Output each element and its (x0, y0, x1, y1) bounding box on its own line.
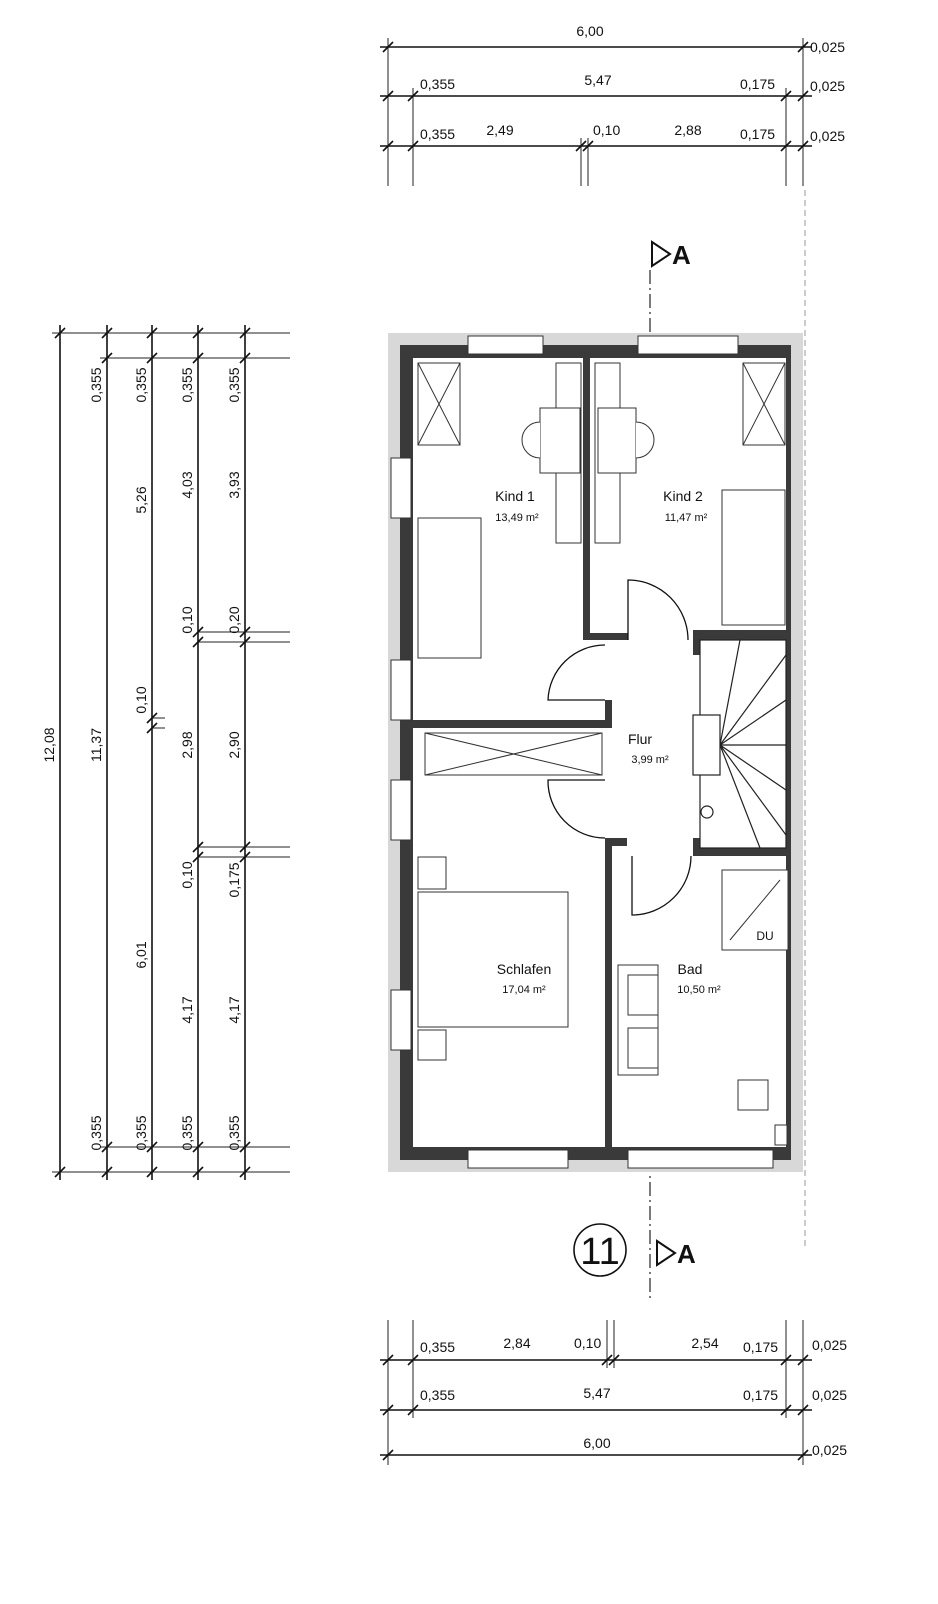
dim-label: 2,49 (486, 122, 513, 138)
dim-label: 4,03 (179, 471, 195, 498)
dim-label: 4,17 (179, 996, 195, 1023)
dim-label: 0,175 (226, 862, 242, 897)
room-name: Bad (678, 961, 703, 977)
dim-label: 2,84 (503, 1335, 530, 1351)
dim-label: 6,00 (576, 23, 603, 39)
dim-label: 0,355 (420, 76, 455, 92)
sheet-number: 11 (580, 1231, 619, 1273)
dim-label: 2,90 (226, 731, 242, 758)
dim-label: 0,10 (133, 686, 149, 713)
dim-label: 11,37 (88, 728, 104, 762)
dim-label: 5,26 (133, 486, 149, 513)
dim-label: 0,355 (179, 1115, 195, 1150)
dim-label: 6,01 (133, 941, 149, 968)
dim-label: 0,175 (743, 1387, 778, 1403)
top-dimension-chain: 6,00 0,025 0,355 5,47 0,175 0,025 0,355 … (380, 23, 845, 186)
dim-label: 2,54 (691, 1335, 718, 1351)
dim-label: 0,355 (133, 367, 149, 402)
dim-label: 0,10 (179, 861, 195, 888)
left-dimension-chain: 12,08 0,355 11,37 0,355 0,355 5,26 0,10 … (41, 325, 290, 1180)
building: DU Kind 1 13,49 m² Kind 2 11,47 m² Flur … (388, 333, 803, 1172)
dim-label: 5,47 (583, 1385, 610, 1401)
dim-label: 0,355 (179, 367, 195, 402)
dim-label: 2,88 (674, 122, 701, 138)
room-area: 10,50 m² (677, 984, 721, 996)
dim-label: 12,08 (41, 727, 57, 762)
room-name: Kind 2 (663, 488, 703, 504)
dim-label: 6,00 (583, 1435, 610, 1451)
dim-label: 0,025 (810, 39, 845, 55)
dim-label: 0,175 (743, 1339, 778, 1355)
dim-label: 0,355 (226, 367, 242, 402)
dim-label: 0,10 (179, 606, 195, 633)
dim-label: 2,98 (179, 731, 195, 758)
dim-label: 0,20 (226, 606, 242, 633)
dim-label: 0,355 (226, 1115, 242, 1150)
dim-label: 0,175 (740, 76, 775, 92)
room-name: Flur (628, 731, 652, 747)
section-label-top: A (672, 240, 691, 270)
bottom-dimension-chain: 0,355 2,84 0,10 2,54 0,175 0,025 0,355 5… (380, 1320, 847, 1465)
dim-label: 0,025 (812, 1442, 847, 1458)
dim-label: 0,10 (593, 122, 620, 138)
staircase (692, 639, 787, 849)
dim-label: 0,10 (574, 1335, 601, 1351)
dim-label: 0,025 (810, 78, 845, 94)
room-name: Kind 1 (495, 488, 535, 504)
section-arrow-icon (651, 240, 672, 268)
dim-label: 0,355 (88, 367, 104, 402)
room-area: 13,49 m² (495, 512, 539, 524)
room-area: 11,47 m² (665, 512, 708, 524)
room-name: Schlafen (497, 961, 551, 977)
dim-label: 4,17 (226, 996, 242, 1023)
dim-label: 0,025 (812, 1337, 847, 1353)
dim-label: 0,355 (420, 1339, 455, 1355)
sheet-number-marker: 11 (573, 1223, 627, 1277)
dim-label: 3,93 (226, 471, 242, 498)
dim-label: 5,47 (584, 72, 611, 88)
dim-label: 0,355 (88, 1115, 104, 1150)
section-label-bottom: A (677, 1239, 696, 1269)
shower-label: DU (756, 929, 773, 943)
dim-label: 0,355 (420, 126, 455, 142)
dim-label: 0,025 (812, 1387, 847, 1403)
dim-label: 0,355 (420, 1387, 455, 1403)
room-area: 3,99 m² (631, 754, 669, 766)
section-arrow-icon (656, 1239, 677, 1267)
room-area: 17,04 m² (502, 984, 546, 996)
dim-label: 0,355 (133, 1115, 149, 1150)
dim-label: 0,025 (810, 128, 845, 144)
dim-label: 0,175 (740, 126, 775, 142)
